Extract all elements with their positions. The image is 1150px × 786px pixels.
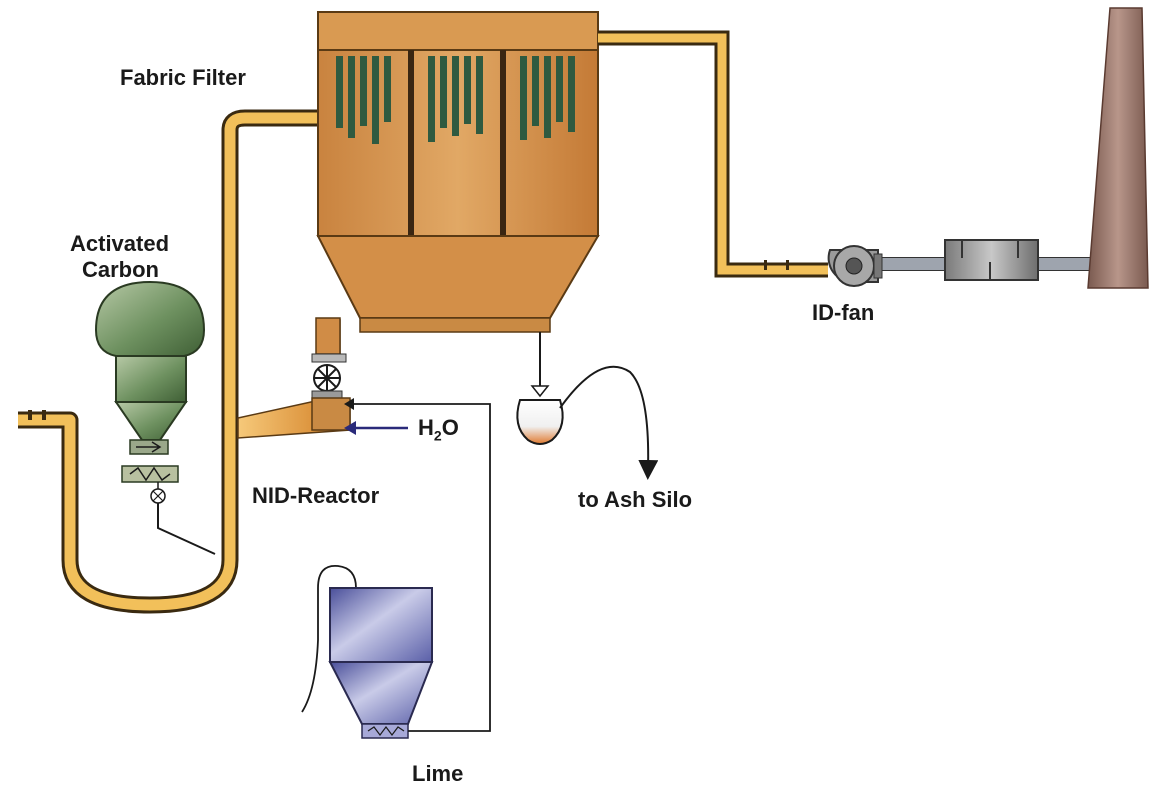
recirculation-chute — [311, 317, 347, 363]
label-nid-reactor: NID-Reactor — [252, 483, 380, 508]
silencer-box — [944, 239, 1039, 281]
stack — [1087, 7, 1149, 289]
filter-bags — [336, 56, 575, 144]
fabric-filter — [316, 11, 600, 333]
ash-discharge — [516, 332, 659, 480]
rotary-valve-icon — [311, 364, 343, 400]
flue-gas-duct — [18, 109, 318, 614]
label-lime: Lime — [412, 761, 464, 786]
clean-gas-duct — [598, 30, 1095, 278]
screw-feeder-icon — [121, 465, 179, 483]
label-h2o-h: H — [418, 415, 434, 440]
activated-carbon-silo — [94, 280, 216, 555]
label-activated-carbon-line1: Activated — [70, 231, 170, 256]
water-inlet-arrow — [344, 421, 408, 435]
label-id-fan: ID-fan — [812, 300, 875, 325]
label-h2o-o: O — [441, 415, 459, 440]
label-h2o-subscript: 2 — [433, 427, 442, 444]
lime-silo — [301, 565, 434, 739]
nid-reactor — [237, 397, 351, 439]
label-to-ash-silo: to Ash Silo — [578, 487, 693, 512]
fan-icon — [827, 245, 883, 287]
label-fabric-filter: Fabric Filter — [120, 65, 246, 90]
lime-feed-line — [344, 398, 491, 732]
label-activated-carbon-line2: Carbon — [82, 257, 159, 282]
label-h2o: H2O — [418, 416, 459, 447]
